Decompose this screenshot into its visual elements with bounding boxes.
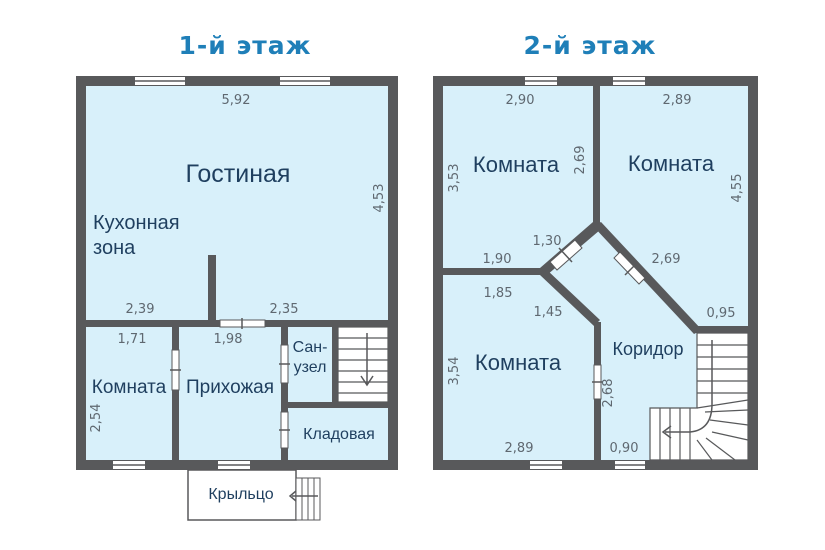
floor1-door-room bbox=[170, 349, 181, 391]
floor1-window-bottom-left bbox=[113, 461, 145, 469]
floor1-dim-living-bottom: 2,35 bbox=[270, 302, 299, 317]
floor2-wall-right-stub bbox=[694, 326, 748, 333]
floor1-wall-right bbox=[388, 76, 398, 470]
floor2-door-tr bbox=[613, 251, 646, 285]
floor2-dim-corr-bottom: 0,90 bbox=[610, 441, 639, 456]
floor1-window-top-right bbox=[280, 77, 330, 85]
floor2-dim-right-095: 0,95 bbox=[707, 306, 736, 321]
floor2-window-bottom-left bbox=[530, 461, 562, 469]
floor2-dim-bl-diag: 1,45 bbox=[534, 305, 563, 320]
floor2-dim-tl-width: 2,90 bbox=[506, 93, 535, 108]
floor1-wall-stairs bbox=[332, 327, 338, 402]
floor1-label-storage: Кладовая bbox=[303, 426, 375, 443]
floor2-label-room-tl: Комната bbox=[473, 152, 560, 177]
floor2-dim-diag-130: 1,30 bbox=[533, 234, 562, 249]
floor2-dim-bl-top: 1,85 bbox=[484, 286, 513, 301]
floor1-wall-hall-bath bbox=[281, 327, 288, 460]
floor2-wall-bl-diag bbox=[540, 270, 600, 326]
floor2-wall-left bbox=[433, 76, 443, 470]
floor2-dim-diag-269: 2,69 bbox=[652, 252, 681, 267]
floor2-dim-tl-right: 2,69 bbox=[573, 146, 588, 175]
floor1-window-bottom-mid bbox=[218, 461, 250, 469]
floor1-door-storage bbox=[279, 411, 290, 449]
floor2-wall-tl-bottom bbox=[443, 268, 545, 275]
floor2-wall-right bbox=[748, 76, 758, 470]
floor2-dim-tr-width: 2,89 bbox=[663, 93, 692, 108]
floor2-dim-tr-height: 4,55 bbox=[730, 174, 745, 203]
floor1-wall-top bbox=[76, 76, 398, 86]
floor1-label-kitchen-2: зона bbox=[93, 237, 136, 259]
floor2-dim-tl-height: 3,53 bbox=[447, 164, 462, 193]
floor1-label-bath-2: узел bbox=[294, 359, 327, 376]
floor2-stairs bbox=[649, 332, 749, 461]
floor1-dim-kitchen-bottom: 2,39 bbox=[126, 302, 155, 317]
floor1-label-bath-1: Сан- bbox=[293, 339, 328, 356]
floor2-dim-tl-bottom: 1,90 bbox=[483, 252, 512, 267]
floor2-dim-bl-bottom: 2,89 bbox=[505, 441, 534, 456]
floor2-window-top-right bbox=[613, 77, 645, 85]
floor1-wall-stub bbox=[208, 255, 216, 320]
floor1-floor bbox=[76, 76, 398, 470]
floor1-wall-left bbox=[76, 76, 86, 470]
floor1-dim-room-height: 2,54 bbox=[89, 404, 104, 433]
floor2-wall-tl-tr bbox=[593, 86, 600, 226]
floor1-door-living-hall bbox=[219, 318, 266, 329]
floor1-label-kitchen-1: Кухонная bbox=[93, 212, 180, 234]
floor2-label-room-tr: Комната bbox=[628, 151, 715, 176]
floor1-dim-living-height: 4,53 bbox=[372, 184, 387, 213]
floor1-door-bath bbox=[279, 344, 290, 384]
floor2-plan: Комната Комната Комната Коридор 2,90 3,5… bbox=[433, 76, 758, 470]
floor1-label-hall: Прихожая bbox=[186, 377, 274, 398]
floor2-wall-top bbox=[433, 76, 758, 86]
floor2-title: 2-й этаж bbox=[523, 31, 656, 60]
floor1-wall-room-hall bbox=[172, 327, 179, 460]
floor1-dim-hall-width: 1,98 bbox=[214, 332, 243, 347]
floor2-dim-bl-height: 3,54 bbox=[447, 357, 462, 386]
floor1-window-top-left bbox=[135, 77, 185, 85]
floor2-door-tl bbox=[549, 239, 583, 271]
floor1-stairs bbox=[337, 326, 389, 403]
floor2-dim-bl-right: 2,68 bbox=[601, 379, 616, 408]
floor2-wall-diag-right bbox=[593, 222, 702, 334]
floor1-plan: Гостиная Кухонная зона Комната Прихожая … bbox=[76, 76, 398, 521]
floor1-porch bbox=[187, 469, 321, 521]
floor2-window-top-left bbox=[525, 77, 557, 85]
floor1-dim-room-width: 1,71 bbox=[118, 332, 147, 347]
floor2-window-bottom-right bbox=[615, 461, 645, 469]
floor1-label-room: Комната bbox=[92, 377, 167, 398]
floor1-dim-top-width: 5,92 bbox=[222, 93, 251, 108]
floor2-label-corridor: Коридор bbox=[612, 339, 683, 359]
floor2-wall-bottom bbox=[433, 460, 758, 470]
floor2-label-room-bl: Комната bbox=[475, 350, 562, 375]
floor1-label-porch: Крыльцо bbox=[208, 486, 273, 503]
floor1-label-living: Гостиная bbox=[186, 160, 291, 188]
floor1-title: 1-й этаж bbox=[178, 31, 311, 60]
floor2-door-bl bbox=[592, 364, 603, 400]
floor1-wall-bath-storage bbox=[288, 402, 388, 408]
